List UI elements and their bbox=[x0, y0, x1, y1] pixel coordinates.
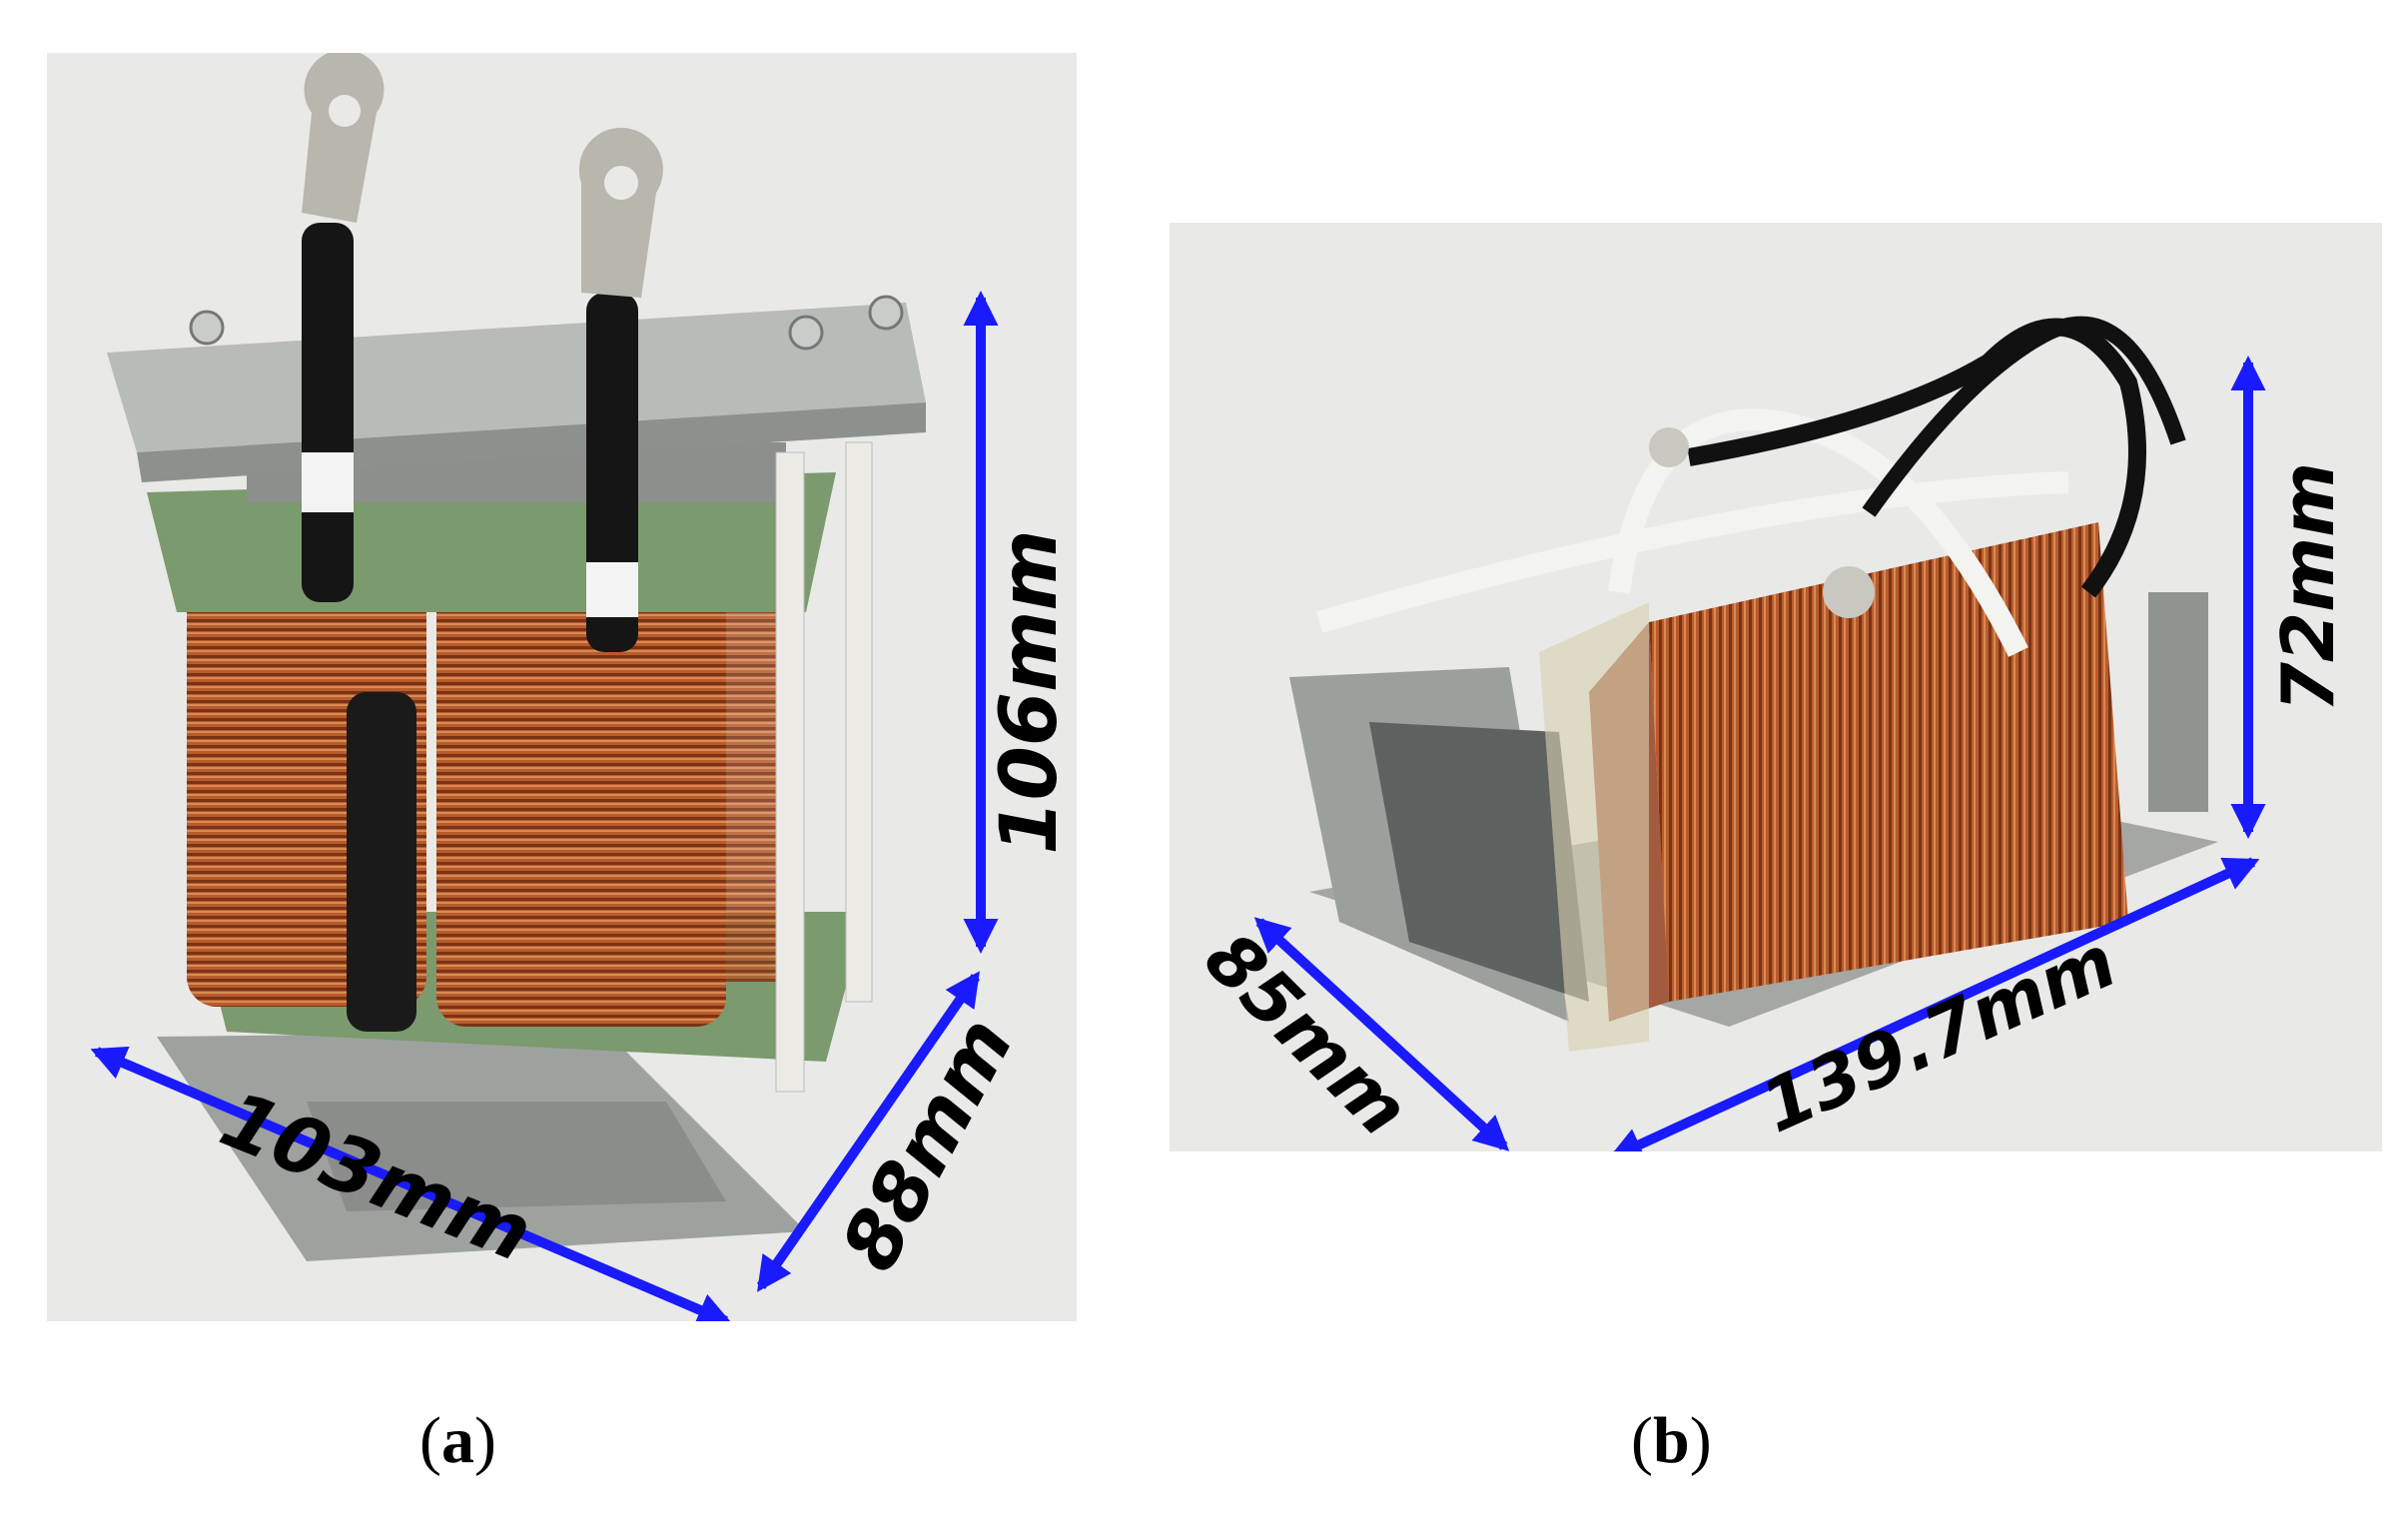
support-rod bbox=[845, 441, 873, 1003]
transformer-a-illustration: 106mm 103mm 88mm bbox=[90, 53, 1075, 1321]
arrow-length bbox=[1607, 857, 2260, 1151]
lead-middle bbox=[347, 692, 416, 1032]
right-coil bbox=[436, 527, 726, 1027]
caption-b-label: b bbox=[1652, 1404, 1690, 1477]
photo-transformer-a: 106mm 103mm 88mm bbox=[47, 53, 1077, 1321]
lead-left bbox=[302, 223, 354, 602]
photo-transformer-b: 72mm 139.7mm 85mm bbox=[1170, 223, 2382, 1151]
terminal-lug bbox=[578, 127, 663, 299]
arrow-depth bbox=[756, 971, 981, 1292]
arrow-depth bbox=[1253, 917, 1510, 1151]
screw bbox=[788, 315, 824, 351]
terminal-lug bbox=[302, 53, 385, 223]
transformer-b-illustration: 72mm 139.7mm 85mm bbox=[1190, 316, 2350, 1151]
white-wire bbox=[1315, 471, 2069, 633]
dimension-label-height: 72mm bbox=[2266, 462, 2350, 712]
terminal-lug bbox=[1649, 427, 1689, 467]
support-rod bbox=[775, 451, 805, 1093]
caption-b: (b) bbox=[1631, 1404, 1712, 1477]
coil bbox=[1649, 522, 2128, 1002]
arrow-width bbox=[90, 1046, 733, 1321]
dimension-label-depth: 85mm bbox=[1190, 916, 1425, 1151]
dimension-label-height: 106mm bbox=[985, 529, 1075, 854]
caption-a-label: a bbox=[440, 1404, 474, 1477]
caption-a: (a) bbox=[419, 1404, 496, 1477]
screw bbox=[189, 310, 225, 346]
black-wire bbox=[1862, 316, 2186, 517]
screw bbox=[868, 295, 904, 331]
terminal-lug bbox=[1823, 566, 1875, 618]
